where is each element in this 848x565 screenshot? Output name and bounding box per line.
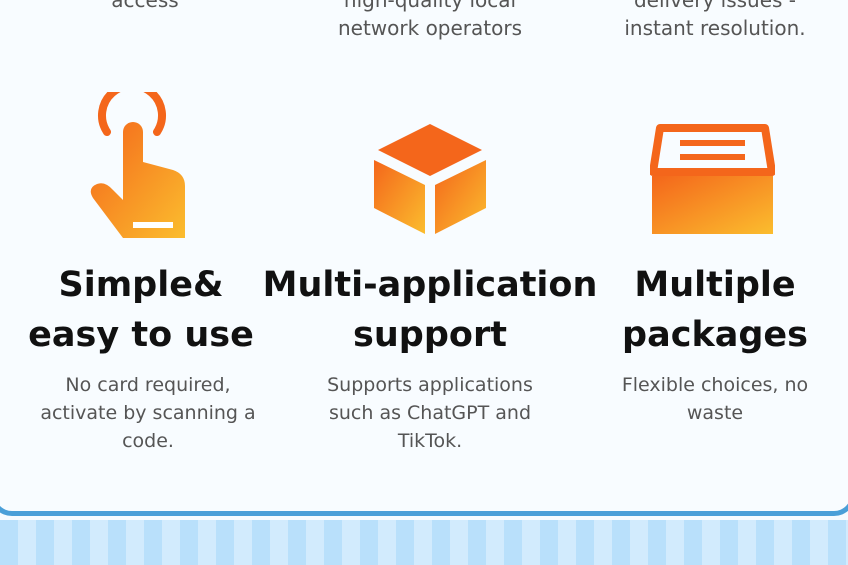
package-tray-icon <box>650 124 775 234</box>
top-desc-2: high-quality local network operators <box>300 0 560 42</box>
striped-background <box>0 520 848 565</box>
text-line: Multi-application <box>262 265 598 305</box>
text-line: activate by scanning a <box>40 402 256 424</box>
text-line: instant resolution. <box>624 16 806 40</box>
text-line: packages <box>622 315 808 355</box>
top-desc-1: access <box>60 0 230 14</box>
feature-title-packages: Multiple packages <box>580 260 848 360</box>
text-line: Multiple <box>634 265 796 305</box>
text-line: Supports applications <box>327 374 533 396</box>
text-line: access <box>111 0 179 12</box>
tap-hand-icon <box>90 92 185 238</box>
feature-title-simple: Simple& easy to use <box>0 260 282 360</box>
feature-desc-multi-app: Supports applications such as ChatGPT an… <box>280 371 580 455</box>
top-desc-3: delivery issues - instant resolution. <box>590 0 840 42</box>
feature-title-multi-app: Multi-application support <box>250 260 610 360</box>
text-line: TikTok. <box>397 430 463 452</box>
text-line: easy to use <box>28 315 254 355</box>
text-line: such as ChatGPT and <box>328 402 532 424</box>
text-line: Simple& <box>58 265 224 305</box>
text-line: No card required, <box>65 374 231 396</box>
cube-icon <box>374 124 486 234</box>
text-line: delivery issues - <box>633 0 797 12</box>
text-line: Flexible choices, no <box>621 374 809 396</box>
text-line: network operators <box>337 16 522 40</box>
features-card <box>0 0 848 516</box>
text-line: waste <box>686 402 744 424</box>
text-line: code. <box>122 430 174 452</box>
feature-desc-packages: Flexible choices, no waste <box>585 371 845 427</box>
feature-desc-simple: No card required, activate by scanning a… <box>0 371 296 455</box>
text-line: high-quality local <box>343 0 517 12</box>
text-line: support <box>353 315 507 355</box>
